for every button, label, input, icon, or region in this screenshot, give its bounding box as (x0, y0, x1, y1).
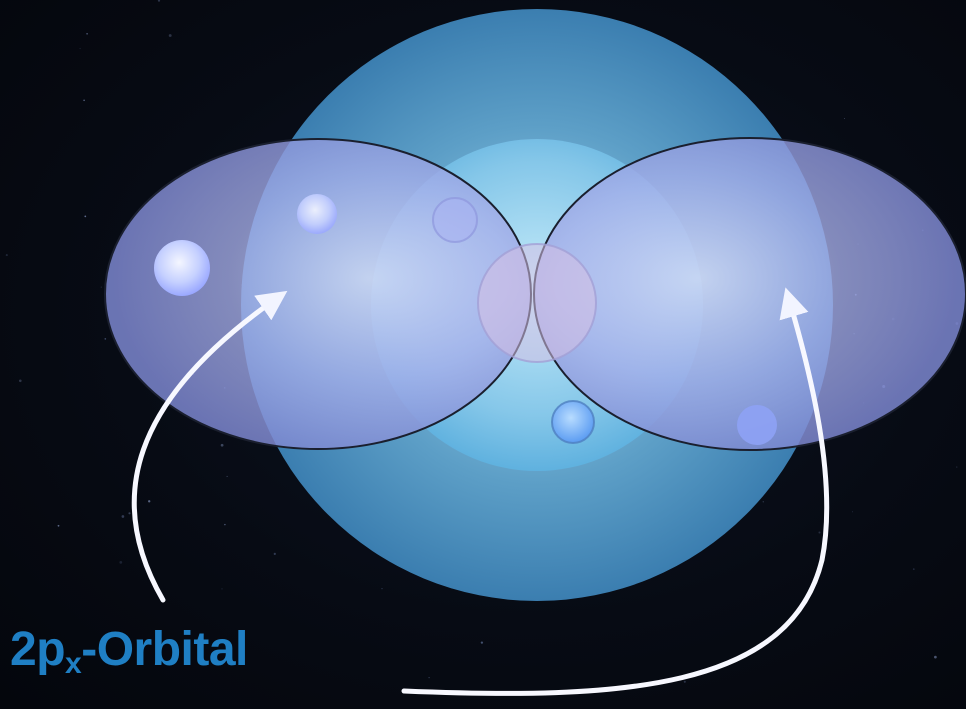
star (104, 338, 106, 340)
electron (737, 405, 777, 445)
star (934, 656, 937, 659)
star (83, 99, 85, 101)
star (428, 677, 429, 678)
electron (297, 194, 337, 234)
star (84, 216, 86, 218)
star (956, 467, 957, 468)
star (19, 379, 22, 382)
star (274, 553, 276, 555)
orbital-label: 2px-Orbital (10, 622, 248, 684)
star (763, 501, 764, 502)
star (58, 525, 60, 527)
star (844, 118, 845, 119)
star (101, 286, 102, 287)
star (913, 568, 915, 570)
star (80, 48, 81, 49)
electron (552, 401, 594, 443)
star (852, 511, 853, 512)
star (169, 34, 172, 37)
right-p-lobe (534, 138, 966, 450)
orbital-label-prefix: 2p (10, 623, 65, 676)
star (122, 515, 125, 518)
electron (433, 198, 477, 242)
star (224, 524, 225, 525)
star (128, 512, 130, 514)
star (119, 561, 122, 564)
star (158, 0, 160, 2)
orbital-label-subscript: x (65, 647, 81, 680)
star (818, 531, 820, 533)
star (684, 681, 686, 683)
star (481, 641, 483, 643)
star (221, 444, 224, 447)
electron (154, 240, 210, 296)
orbital-label-suffix: -Orbital (81, 623, 248, 676)
star (221, 588, 222, 589)
star (227, 476, 228, 477)
star (381, 588, 382, 589)
star (148, 500, 150, 502)
star (86, 33, 88, 35)
nucleus (478, 244, 596, 362)
star (6, 254, 8, 256)
